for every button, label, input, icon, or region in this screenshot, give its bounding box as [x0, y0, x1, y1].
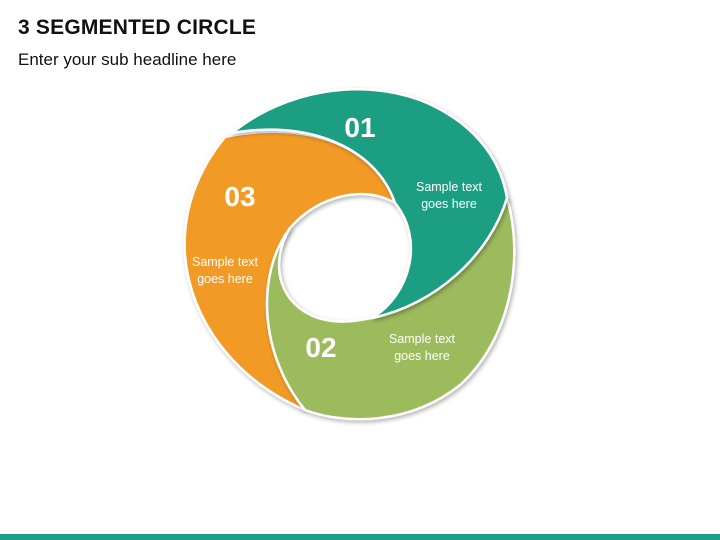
segment-01-text-line1: Sample text — [416, 180, 483, 194]
segment-02-text-line1: Sample text — [389, 332, 456, 346]
footer-accent-bar — [0, 534, 720, 540]
segment-01-text-line2: goes here — [421, 197, 477, 211]
segment-01-number: 01 — [344, 112, 375, 143]
segment-03-number: 03 — [224, 181, 255, 212]
segment-03-text-line2: goes here — [197, 272, 253, 286]
page-subtitle: Enter your sub headline here — [18, 50, 237, 69]
segment-02-text-line2: goes here — [394, 349, 450, 363]
page-title: 3 SEGMENTED CIRCLE — [18, 16, 257, 39]
segment-01-shape — [231, 87, 509, 320]
segment-03-text-line1: Sample text — [192, 255, 259, 269]
segment-02-number: 02 — [305, 332, 336, 363]
